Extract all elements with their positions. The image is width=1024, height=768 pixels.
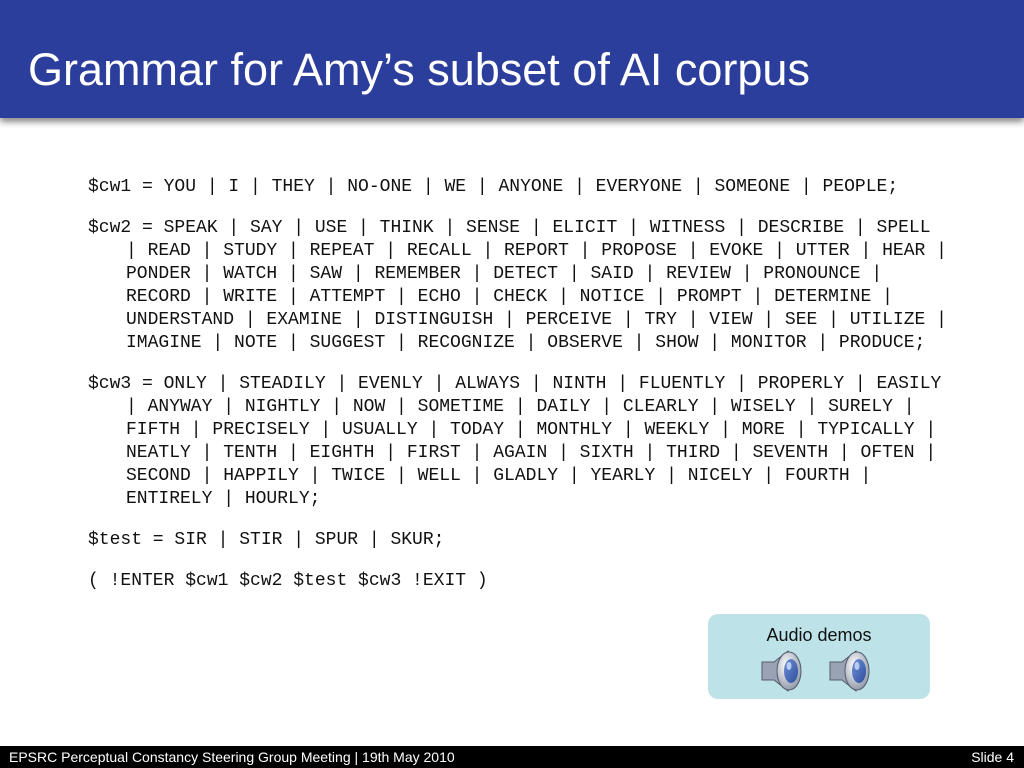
audio-demos-label: Audio demos bbox=[766, 625, 872, 645]
speaker-icon[interactable] bbox=[826, 648, 876, 694]
slide-title: Grammar for Amy’s subset of AI corpus bbox=[28, 44, 810, 95]
footer-bar: EPSRC Perceptual Constancy Steering Grou… bbox=[0, 746, 1024, 768]
grammar-rule-sentence: ( !ENTER $cw1 $cw2 $test $cw3 !EXIT ) bbox=[88, 571, 488, 591]
grammar-rule-cw1: $cw1 = YOU | I | THEY | NO-ONE | WE | AN… bbox=[88, 177, 899, 197]
title-bar: Grammar for Amy’s subset of AI corpus bbox=[0, 0, 1024, 118]
speaker-icon[interactable] bbox=[758, 648, 808, 694]
slide-number: Slide 4 bbox=[971, 749, 1014, 765]
grammar-rule-test: $test = SIR | STIR | SPUR | SKUR; bbox=[88, 530, 445, 550]
audio-demos-box: Audio demos bbox=[708, 614, 930, 699]
grammar-block: $cw1 = YOU | I | THEY | NO-ONE | WE | AN… bbox=[88, 176, 948, 611]
grammar-rule-cw3: $cw3 = ONLY | STEADILY | EVENLY | ALWAYS… bbox=[88, 374, 942, 509]
footer-meeting-info: EPSRC Perceptual Constancy Steering Grou… bbox=[9, 749, 455, 765]
grammar-rule-cw2: $cw2 = SPEAK | SAY | USE | THINK | SENSE… bbox=[88, 218, 947, 353]
